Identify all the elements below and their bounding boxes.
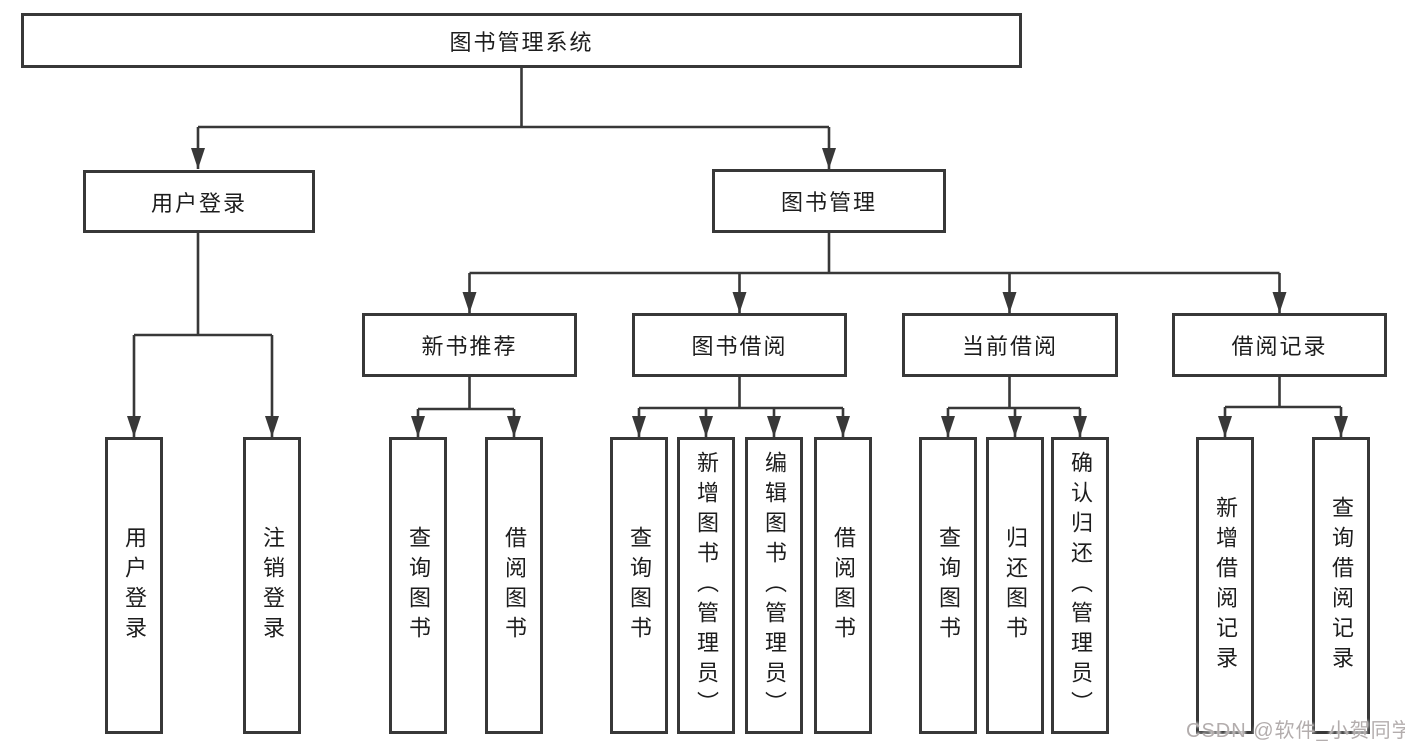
arrowhead bbox=[411, 416, 425, 437]
arrowhead bbox=[632, 416, 646, 437]
leaf-logout: 注销登录 bbox=[243, 437, 301, 734]
arrowhead bbox=[822, 148, 836, 169]
leaf-confirm-return-admin: 确认归还（管理员） bbox=[1051, 437, 1109, 734]
leaf-edit-book-admin: 编辑图书（管理员） bbox=[745, 437, 803, 734]
arrowhead bbox=[1073, 416, 1087, 437]
leaf-add-book-admin: 新增图书（管理员） bbox=[677, 437, 735, 734]
arrowhead bbox=[1002, 292, 1017, 313]
arrowhead bbox=[507, 416, 521, 437]
arrowhead bbox=[191, 148, 205, 169]
arrowhead bbox=[265, 416, 279, 437]
leaf-return-book: 归还图书 bbox=[986, 437, 1044, 734]
arrowhead bbox=[127, 416, 141, 437]
node-library-management-system: 图书管理系统 bbox=[21, 13, 1022, 68]
arrowhead bbox=[462, 292, 477, 313]
leaf-query-book-recommend: 查询图书 bbox=[389, 437, 447, 734]
leaf-user-login: 用户登录 bbox=[105, 437, 163, 734]
node-user-login: 用户登录 bbox=[83, 170, 315, 233]
node-borrow-record: 借阅记录 bbox=[1172, 313, 1387, 377]
arrowhead bbox=[699, 416, 713, 437]
node-new-book-recommend: 新书推荐 bbox=[362, 313, 577, 377]
arrowhead bbox=[767, 416, 781, 437]
leaf-borrow-book: 借阅图书 bbox=[814, 437, 872, 734]
arrowhead bbox=[941, 416, 955, 437]
leaf-borrow-book-recommend: 借阅图书 bbox=[485, 437, 543, 734]
arrowhead bbox=[1218, 416, 1232, 437]
node-current-borrow: 当前借阅 bbox=[902, 313, 1118, 377]
leaf-add-borrow-record: 新增借阅记录 bbox=[1196, 437, 1254, 734]
arrowhead bbox=[1272, 292, 1287, 313]
leaf-query-book-current: 查询图书 bbox=[919, 437, 977, 734]
arrowhead bbox=[836, 416, 850, 437]
node-book-management: 图书管理 bbox=[712, 169, 946, 233]
arrowhead bbox=[732, 292, 747, 313]
watermark-csdn: CSDN @软件_小贺同学 bbox=[1186, 720, 1405, 742]
arrowhead bbox=[1008, 416, 1022, 437]
leaf-query-borrow-record: 查询借阅记录 bbox=[1312, 437, 1370, 734]
node-book-borrow: 图书借阅 bbox=[632, 313, 847, 377]
arrowhead bbox=[1334, 416, 1348, 437]
leaf-query-book-borrow: 查询图书 bbox=[610, 437, 668, 734]
